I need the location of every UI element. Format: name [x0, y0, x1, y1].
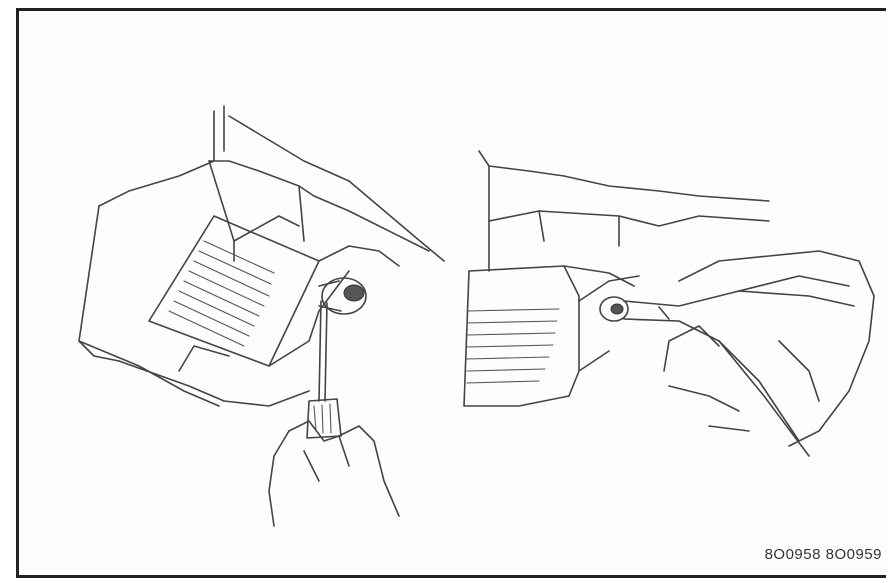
left-housing [79, 106, 444, 406]
left-panel-illustration [79, 106, 444, 526]
screwdriver-icon [307, 301, 341, 438]
right-housing [464, 151, 769, 406]
left-vent-slots [169, 241, 274, 346]
illustration-canvas [19, 11, 889, 581]
figure-frame: 8O0958 8O0959 [16, 8, 886, 578]
figure-reference-code: 8O0958 8O0959 [765, 546, 882, 563]
left-plug-fitting [319, 278, 366, 314]
right-hand [664, 251, 874, 446]
right-vent-slots [467, 309, 559, 383]
right-panel-illustration [464, 151, 874, 456]
